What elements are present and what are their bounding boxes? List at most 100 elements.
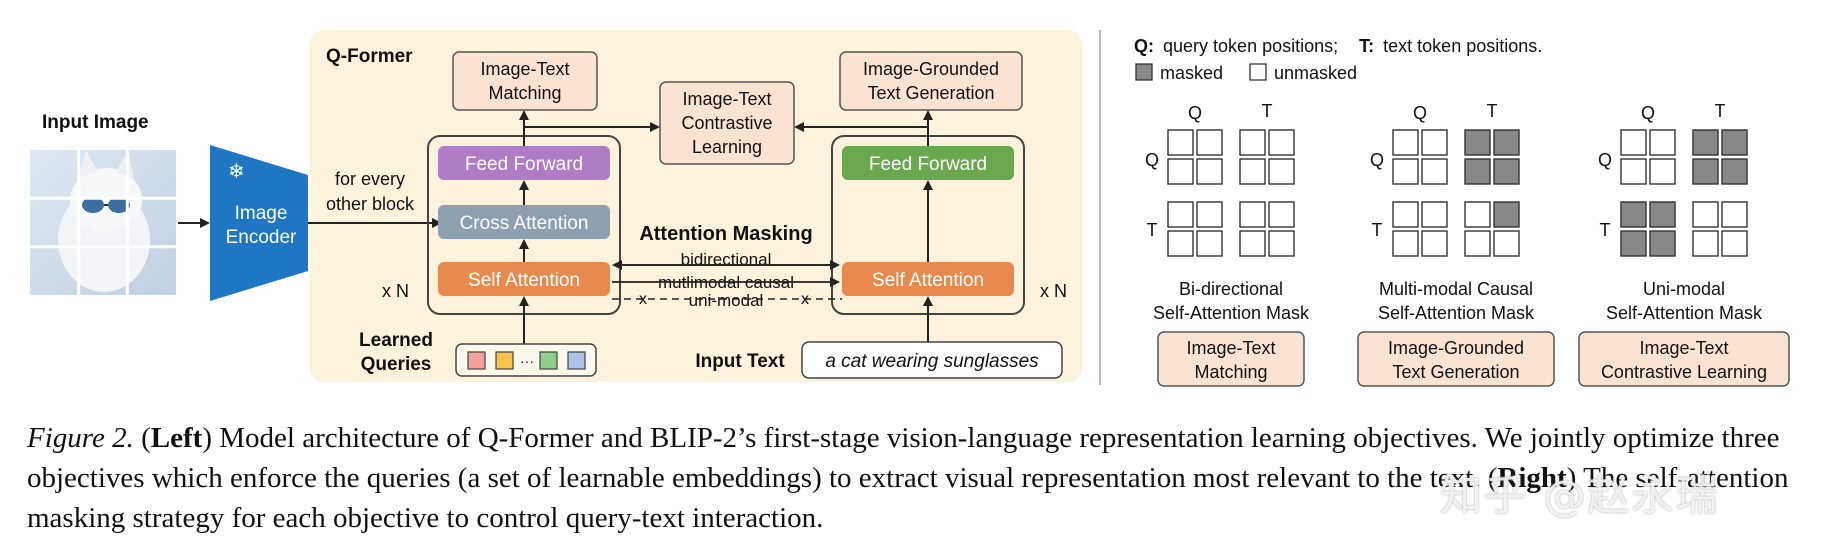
mask-title-line2: Self-Attention Mask [1378, 303, 1535, 323]
svg-text:Text Generation: Text Generation [867, 83, 994, 103]
caption-figure-label: Figure 2. [27, 422, 134, 454]
snowflake-icon: ❄ [228, 161, 245, 183]
mask-cell-unmasked [1196, 230, 1223, 257]
mask-cell-unmasked [1421, 129, 1448, 156]
itg-objective-top [839, 51, 1023, 111]
image-encoder-block [210, 145, 308, 301]
input-image-label: Input Image [42, 112, 149, 133]
mask-cell-unmasked [1392, 158, 1419, 185]
mask-cell-unmasked [1239, 230, 1266, 257]
mask-title-line1: Uni-modal [1643, 279, 1725, 299]
legend-masked-swatch [1135, 63, 1153, 81]
mask-cell-masked [1692, 129, 1719, 156]
svg-text:Image-Text: Image-Text [480, 59, 569, 79]
mask-cell-unmasked [1649, 158, 1676, 185]
feed-forward-left-box [438, 146, 610, 180]
mask-cell-unmasked [1167, 201, 1194, 228]
mask-cell-unmasked [1421, 201, 1448, 228]
mask-cell-unmasked [1268, 230, 1295, 257]
mask-row-label-t: T [1372, 220, 1383, 240]
query-token-1 [467, 351, 486, 370]
bidirectional-label: bidirectional [681, 250, 772, 269]
mask-cell-masked [1649, 201, 1676, 228]
mask-cell-unmasked [1620, 129, 1647, 156]
query-token-4 [567, 351, 586, 370]
attention-masking-title: Attention Masking [639, 223, 812, 245]
watermark-text: 知乎 @赵永瑞 [1440, 471, 1720, 520]
mask-col-label-q: Q [1188, 103, 1202, 123]
mask-objective-line1: Image-Text [1186, 338, 1275, 358]
mask-cell-masked [1493, 129, 1520, 156]
mask-cell-unmasked [1392, 230, 1419, 257]
mask-cell-unmasked [1268, 158, 1295, 185]
mask-cell-masked [1692, 158, 1719, 185]
mask-objective-box [1157, 331, 1305, 387]
learned-queries-line2: Queries [361, 354, 432, 375]
mask-cell-masked [1721, 158, 1748, 185]
mask-col-label-t: T [1262, 101, 1273, 121]
image-encoder-line1: Image [235, 203, 288, 224]
mask-cell-unmasked [1167, 230, 1194, 257]
mask-col-label-t: T [1715, 101, 1726, 121]
mask-title-line2: Self-Attention Mask [1606, 303, 1763, 323]
mask-objective-line2: Contrastive Learning [1601, 362, 1767, 382]
mask-objective-line1: Image-Grounded [1388, 338, 1524, 358]
learned-queries-box [455, 343, 597, 377]
mask-cell-masked [1620, 201, 1647, 228]
mask-cell-unmasked [1392, 201, 1419, 228]
self-attention-right-box [842, 262, 1014, 296]
mask-row-label-q: Q [1145, 150, 1159, 170]
mask-cell-unmasked [1464, 230, 1491, 257]
unimodal-label: uni-modal [689, 291, 764, 310]
legend-unmasked-label: unmasked [1274, 63, 1357, 83]
mask-cell-masked [1620, 230, 1647, 257]
mask-cell-unmasked [1239, 201, 1266, 228]
mask-cell-masked [1464, 158, 1491, 185]
feed-forward-right-box [842, 146, 1014, 180]
mask-cell-unmasked [1721, 230, 1748, 257]
mask-row-label-t: T [1147, 220, 1158, 240]
mask-cell-unmasked [1692, 230, 1719, 257]
input-text-label: Input Text [695, 351, 785, 372]
image-encoder-line2: Encoder [226, 227, 297, 248]
mask-row-label-t: T [1600, 220, 1611, 240]
mask-cell-unmasked [1464, 201, 1491, 228]
input-text-box [801, 341, 1063, 379]
figure-caption: Figure 2. (Left) Model architecture of Q… [27, 422, 1789, 534]
query-token-2 [495, 351, 514, 370]
for-every-line1: for every [335, 169, 405, 189]
query-ellipsis: ··· [520, 353, 534, 369]
mask-cell-masked [1721, 129, 1748, 156]
mask-cell-unmasked [1692, 201, 1719, 228]
mask-cell-unmasked [1268, 129, 1295, 156]
figure-diagram: Q-Former Input Image ❄ Image Encoder for… [30, 30, 1790, 387]
mask-cell-unmasked [1421, 230, 1448, 257]
self-attention-right-label: Self Attention [872, 270, 984, 291]
input-text-value: a cat wearing sunglasses [825, 351, 1039, 372]
mask-cell-unmasked [1649, 129, 1676, 156]
qformer-label: Q-Former [326, 46, 413, 67]
feed-forward-right-label: Feed Forward [869, 154, 987, 175]
mask-title-line1: Multi-modal Causal [1379, 279, 1533, 299]
caption-left-label: Left [150, 422, 203, 454]
svg-text:Image-Grounded: Image-Grounded [863, 59, 999, 79]
mask-cell-unmasked [1196, 158, 1223, 185]
query-token-3 [539, 351, 558, 370]
self-attention-left-box [438, 262, 610, 296]
legend-unmasked-swatch [1249, 63, 1267, 81]
for-every-line2: other block [326, 194, 415, 214]
caption-part1: Model architecture of Q-Former and BLIP-… [27, 422, 1780, 494]
mask-objective-box [1578, 331, 1790, 387]
mask-cell-unmasked [1421, 158, 1448, 185]
svg-text:Matching: Matching [488, 83, 561, 103]
svg-text:Image-Text: Image-Text [682, 89, 771, 109]
svg-text:Contrastive: Contrastive [681, 113, 772, 133]
mask-cell-unmasked [1239, 158, 1266, 185]
mask-cell-unmasked [1196, 129, 1223, 156]
mask-cell-unmasked [1167, 129, 1194, 156]
svg-text:Learning: Learning [692, 137, 762, 157]
